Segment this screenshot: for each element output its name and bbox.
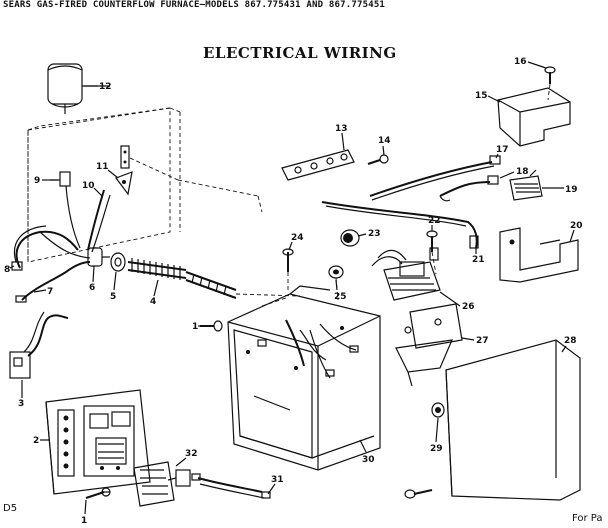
part-30-control-box: [227, 285, 381, 471]
callout-31: 31: [271, 475, 284, 485]
diagram-title: ELECTRICAL WIRING: [203, 44, 397, 62]
part-17-lead: [369, 155, 501, 201]
callout-28: 28: [564, 336, 577, 346]
part-5-nut: [110, 252, 126, 272]
callout-26: 26: [462, 302, 475, 312]
junction-box: [27, 107, 181, 263]
callout-11: 11: [96, 162, 109, 172]
part-16-screw: [544, 66, 556, 101]
part-27-bracket: [395, 303, 463, 387]
part-26-transformer: [371, 247, 441, 301]
callout-29: 29: [430, 444, 443, 454]
part-13-bracket-box: [120, 145, 259, 197]
part-23-bushing: [340, 229, 360, 247]
panel-screw: [404, 489, 433, 499]
callout-13: 13: [335, 124, 348, 134]
callout-16: 16: [514, 57, 527, 67]
callout-7: 7: [47, 287, 53, 297]
callout-9: 9: [34, 176, 40, 186]
part-13-terminal-strip: [257, 149, 355, 213]
callout-2: 2: [33, 436, 39, 446]
part-24-screw: [282, 248, 294, 292]
part-18-lead: [439, 175, 499, 202]
callout-21: 21: [472, 255, 485, 265]
part-32-transformer: [133, 461, 191, 507]
callout-14: 14: [378, 136, 391, 146]
part-6-fitting: [87, 247, 110, 267]
callout-3: 3: [18, 399, 24, 409]
part-14-screw: [367, 154, 389, 165]
callout-20: 20: [570, 221, 583, 231]
callout-12: 12: [99, 82, 112, 92]
callout-10: 10: [82, 181, 95, 191]
part-31-lead: [191, 473, 271, 499]
footer-note: For Pa: [572, 513, 603, 524]
part-1-screw-bottom: [85, 487, 111, 499]
part-2-terminal-panel: [45, 389, 151, 495]
part-21-wire: [321, 201, 479, 249]
part-3-fan-plug: [9, 311, 69, 379]
part-20-bracket: [499, 227, 579, 283]
callout-6: 6: [89, 283, 95, 293]
part-15-cover: [497, 87, 571, 147]
part-29-grommet: [431, 402, 445, 418]
part-28-panel: [445, 339, 581, 501]
part-10-wire: [87, 189, 111, 253]
page-code: D5: [3, 503, 18, 514]
callout-24: 24: [291, 233, 304, 243]
callout-labels: 1 2 3 4 5 6 7 8 9 10 11 12 13 14 15 16 1…: [4, 57, 583, 526]
part-7-lead: [15, 261, 91, 303]
callout-18: 18: [516, 167, 529, 177]
callout-32: 32: [185, 449, 198, 459]
callout-23: 23: [368, 229, 381, 239]
callout-15: 15: [475, 91, 488, 101]
callout-27: 27: [476, 336, 489, 346]
part-8-harness: [11, 225, 91, 271]
diagram-header: SEARS GAS-FIRED COUNTERFLOW FURNACE—MODE…: [3, 0, 386, 10]
callout-5: 5: [110, 292, 116, 302]
callout-17: 17: [496, 145, 509, 155]
callout-25: 25: [334, 292, 347, 302]
callout-1b: 1: [81, 516, 87, 526]
callout-19: 19: [565, 185, 578, 195]
callout-8: 8: [4, 265, 10, 275]
callout-30: 30: [362, 455, 375, 465]
part-19-relay: [509, 169, 543, 201]
callout-4: 4: [150, 297, 156, 307]
callout-22: 22: [428, 216, 441, 226]
callout-1a: 1: [192, 322, 198, 332]
part-11-switch: [115, 171, 133, 196]
part-4-conduit: [127, 258, 301, 299]
part-12-capacitor: [47, 63, 110, 114]
